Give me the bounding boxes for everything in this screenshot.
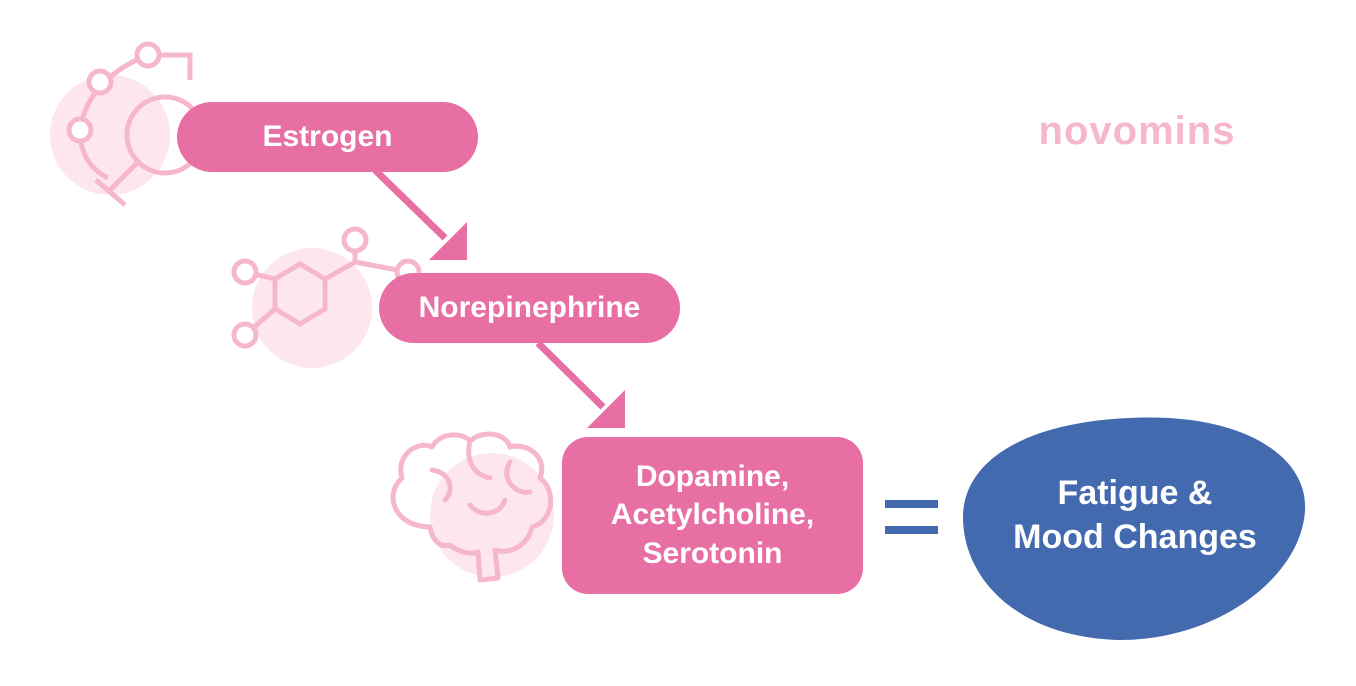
brand-logo: novomins bbox=[1032, 104, 1242, 158]
estrogen-box: Estrogen bbox=[177, 102, 478, 172]
result-blob bbox=[962, 417, 1306, 640]
neurotransmitter-acetylcholine: Acetylcholine, bbox=[610, 498, 815, 532]
equals-symbol: = bbox=[885, 500, 938, 534]
neurotransmitter-dopamine: Dopamine, bbox=[635, 460, 790, 494]
brand-name: novomins bbox=[1038, 108, 1236, 153]
brain-icon bbox=[390, 431, 554, 583]
arrow-norepinephrine-to-neurotransmitters bbox=[535, 340, 625, 428]
neurotransmitters-box: Dopamine, Acetylcholine, Serotonin bbox=[562, 437, 863, 594]
result-line-1: Fatigue & bbox=[1057, 473, 1213, 512]
arrow-estrogen-to-norepinephrine bbox=[372, 167, 467, 260]
female-symbol-icon bbox=[50, 41, 206, 207]
molecule-icon bbox=[231, 226, 422, 368]
norepinephrine-box: Norepinephrine bbox=[379, 273, 680, 343]
norepinephrine-label: Norepinephrine bbox=[418, 290, 641, 324]
equals-sign: = bbox=[885, 500, 938, 534]
result-line-2: Mood Changes bbox=[1013, 518, 1257, 556]
neurotransmitter-serotonin: Serotonin bbox=[642, 536, 783, 570]
estrogen-label: Estrogen bbox=[262, 119, 393, 153]
result-text: Fatigue & Mood Changes bbox=[980, 460, 1290, 570]
